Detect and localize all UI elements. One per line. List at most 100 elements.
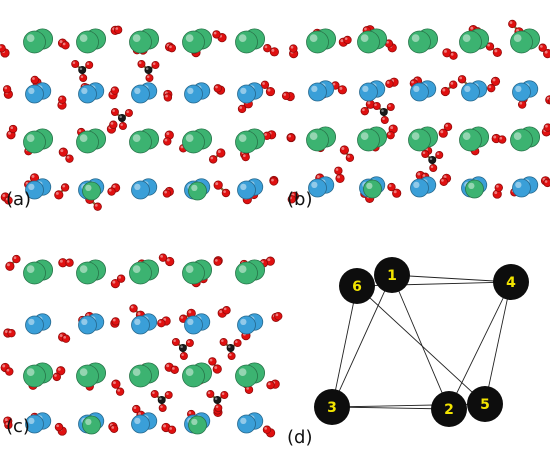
oxygen-atom-highlight — [290, 45, 294, 49]
metal-atom-green-highlight — [26, 265, 35, 273]
oxygen-atom — [118, 122, 127, 131]
oxygen-atom-highlight — [223, 190, 226, 194]
oxygen-atom-highlight — [6, 368, 10, 372]
oxygen-atom — [263, 44, 272, 53]
metal-atom-green — [235, 30, 258, 54]
metal-atom-blue-highlight — [28, 183, 35, 191]
oxygen-atom — [543, 178, 550, 188]
metal-atom-green-highlight — [79, 34, 88, 43]
metal-atom-green — [188, 415, 207, 435]
oxygen-atom-highlight — [56, 424, 59, 428]
oxygen-atom-highlight — [6, 263, 10, 267]
metal-atom-green — [357, 30, 380, 54]
oxygen-atom-highlight — [207, 391, 211, 394]
oxygen-atom-highlight — [492, 78, 496, 82]
oxygen-atom-highlight — [264, 45, 268, 49]
oxygen-atom-highlight — [13, 256, 17, 260]
oxygen-atom — [110, 279, 120, 289]
oxygen-atom-highlight — [221, 339, 224, 342]
metal-atom-green-highlight — [411, 132, 420, 140]
oxygen-atom-highlight — [126, 110, 129, 113]
oxygen-atom — [60, 183, 70, 192]
oxygen-atom-highlight — [4, 418, 8, 422]
metal-atom-green — [76, 364, 99, 388]
metal-atom-blue — [25, 180, 44, 200]
oxygen-atom-highlight — [443, 175, 447, 179]
oxygen-atom — [150, 389, 159, 398]
oxygen-atom-highlight — [78, 129, 82, 133]
metal-atom-blue — [78, 84, 97, 104]
metal-atom-green-highlight — [26, 34, 35, 43]
oxygen-atom — [241, 152, 250, 162]
oxygen-atom-highlight — [163, 424, 167, 428]
metal-atom-green-highlight — [366, 182, 373, 190]
metal-atom-blue — [237, 315, 256, 335]
carbon-atom — [144, 66, 153, 75]
metal-atom-green — [76, 30, 99, 54]
metal-atom-blue-highlight — [81, 318, 88, 325]
oxygen-atom — [93, 202, 102, 211]
oxygen-atom — [54, 190, 64, 200]
oxygen-atom-highlight — [347, 155, 350, 158]
oxygen-atom-highlight — [215, 182, 219, 186]
oxygen-atom-highlight — [499, 136, 503, 140]
carbon-atom — [226, 343, 235, 352]
metal-atom-blue — [512, 178, 531, 198]
oxygen-atom-highlight — [181, 353, 184, 356]
oxygen-atom-highlight — [188, 411, 192, 415]
oxygen-atom — [132, 404, 141, 414]
oxygen-atom-highlight — [339, 86, 343, 90]
oxygen-atom-highlight — [166, 132, 170, 136]
metal-atom-green-highlight — [513, 34, 522, 43]
metal-atom-green — [306, 128, 329, 152]
graph-edge-1-2 — [391, 274, 450, 410]
oxygen-atom — [372, 102, 381, 111]
metal-atom-green — [188, 181, 207, 201]
oxygen-atom-highlight — [364, 27, 367, 31]
metal-atom-green-highlight — [191, 418, 198, 425]
metal-atom-blue-highlight — [311, 85, 318, 92]
oxygen-atom-highlight — [362, 108, 365, 112]
metal-atom-blue — [308, 82, 327, 102]
oxygen-atom — [12, 254, 21, 264]
oxygen-atom-highlight — [4, 86, 8, 90]
oxygen-atom-highlight — [5, 422, 9, 426]
metal-atom-green — [510, 128, 533, 152]
oxygen-atom-highlight — [172, 367, 175, 370]
oxygen-atom-highlight — [60, 149, 64, 153]
panel-label-a: (a) — [6, 189, 31, 210]
oxygen-atom — [421, 149, 430, 158]
oxygen-atom-highlight — [188, 310, 192, 314]
oxygen-atom — [208, 155, 218, 164]
oxygen-atom — [335, 173, 345, 184]
metal-atom-green — [23, 364, 46, 388]
oxygen-atom-highlight — [239, 106, 243, 109]
oxygen-atom-highlight — [496, 185, 499, 188]
oxygen-atom-highlight — [430, 165, 434, 169]
graph-edge-6-5 — [356, 285, 486, 405]
panel-label-d: (d) — [287, 427, 312, 448]
graph-edge-4-5 — [484, 281, 512, 405]
oxygen-atom — [265, 86, 276, 97]
oxygen-atom — [339, 145, 349, 155]
oxygen-atom — [167, 43, 177, 53]
metal-atom-green-highlight — [132, 265, 141, 273]
metal-atom-green-highlight — [360, 34, 369, 43]
metal-atom-blue — [184, 84, 203, 104]
oxygen-atom-highlight — [544, 50, 548, 54]
panel-label-b: (b) — [287, 189, 312, 210]
metal-atom-green — [235, 261, 258, 285]
graph-node-6 — [339, 268, 375, 304]
oxygen-atom-highlight — [166, 392, 169, 395]
graph-node-label-1: 1 — [387, 268, 397, 284]
oxygen-atom — [206, 389, 215, 398]
oxygen-atom-highlight — [110, 122, 114, 125]
metal-atom-blue — [131, 414, 150, 434]
carbon-atom-highlight — [180, 345, 183, 348]
oxygen-atom — [212, 30, 221, 39]
oxygen-atom — [65, 258, 74, 267]
metal-atom-green — [357, 128, 380, 152]
metal-atom-blue-highlight — [240, 417, 247, 424]
metal-atom-blue-highlight — [134, 318, 141, 325]
oxygen-atom — [61, 41, 70, 50]
